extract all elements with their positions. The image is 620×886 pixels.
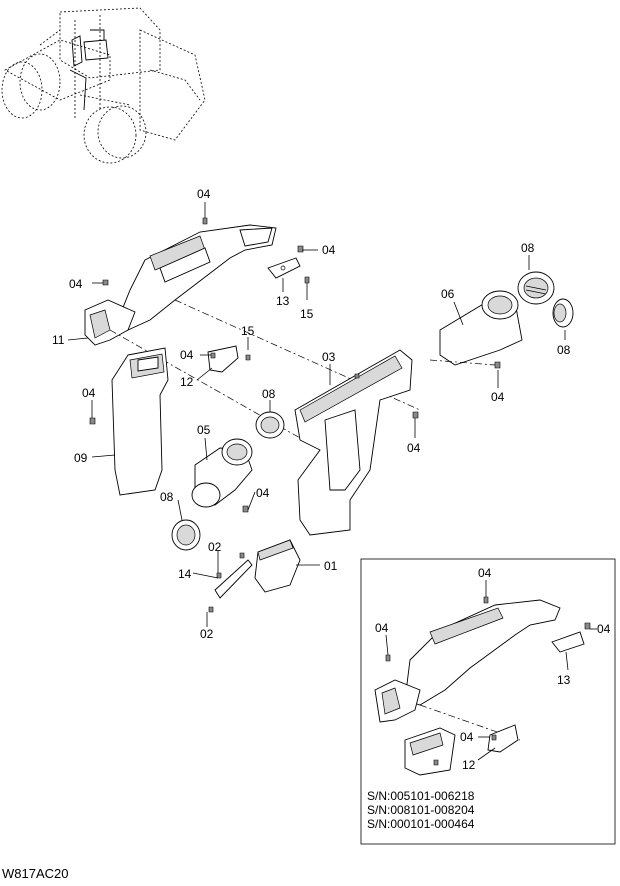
inset-callout-04: 04	[460, 730, 474, 744]
callout-04: 04	[491, 390, 505, 404]
serial-range-1: S/N:005101-006218	[367, 789, 475, 803]
callout-02: 02	[200, 627, 214, 641]
main-duct-03	[294, 349, 419, 536]
inset-callout-04: 04	[375, 621, 389, 635]
inset-callout-12: 12	[462, 758, 476, 772]
serial-range-3: S/N:000101-000464	[367, 817, 475, 831]
callout-04: 04	[180, 348, 194, 362]
callout-12: 12	[180, 375, 194, 389]
leader-lines	[67, 202, 566, 627]
callout-08: 08	[557, 343, 571, 357]
callout-04: 04	[82, 386, 96, 400]
inset-callout-13: 13	[557, 673, 571, 687]
callout-04: 04	[322, 243, 336, 257]
right-vent-06	[429, 290, 523, 369]
callout-04: 04	[407, 441, 421, 455]
vertical-duct-09	[89, 347, 169, 496]
callout-09: 09	[74, 451, 88, 465]
callout-04: 04	[197, 187, 211, 201]
control-unit-01-group	[208, 539, 301, 613]
callout-06: 06	[441, 287, 455, 301]
callout-04: 04	[256, 486, 270, 500]
inset-callout-04: 04	[478, 566, 492, 580]
callout-labels: 04 04 04 13 15 11 15 04 12 04 09 03 06 0…	[52, 187, 571, 641]
callout-08: 08	[160, 490, 174, 504]
drawing-code: W817AC20	[2, 866, 69, 881]
callout-15: 15	[241, 324, 255, 338]
callout-13: 13	[276, 294, 290, 308]
callout-05: 05	[197, 423, 211, 437]
serial-variant-inset: 04 04 04 13 04 12 S/N:005101-006218 S/N:…	[360, 558, 616, 845]
callout-15: 15	[300, 307, 314, 321]
callout-01: 01	[324, 559, 338, 573]
louver-08-right-group	[517, 271, 574, 328]
vent-05-group	[171, 411, 285, 551]
callout-08: 08	[521, 241, 535, 255]
inset-callout-04: 04	[597, 622, 611, 636]
callout-11: 11	[52, 333, 65, 347]
callout-02: 02	[208, 540, 222, 554]
callout-08: 08	[262, 387, 276, 401]
upper-duct-assembly	[84, 217, 421, 456]
callout-03: 03	[322, 350, 336, 364]
callout-04: 04	[69, 277, 83, 291]
callout-14: 14	[178, 567, 192, 581]
serial-range-2: S/N:008101-008204	[367, 803, 475, 817]
machine-overview-sketch	[1, 7, 206, 164]
